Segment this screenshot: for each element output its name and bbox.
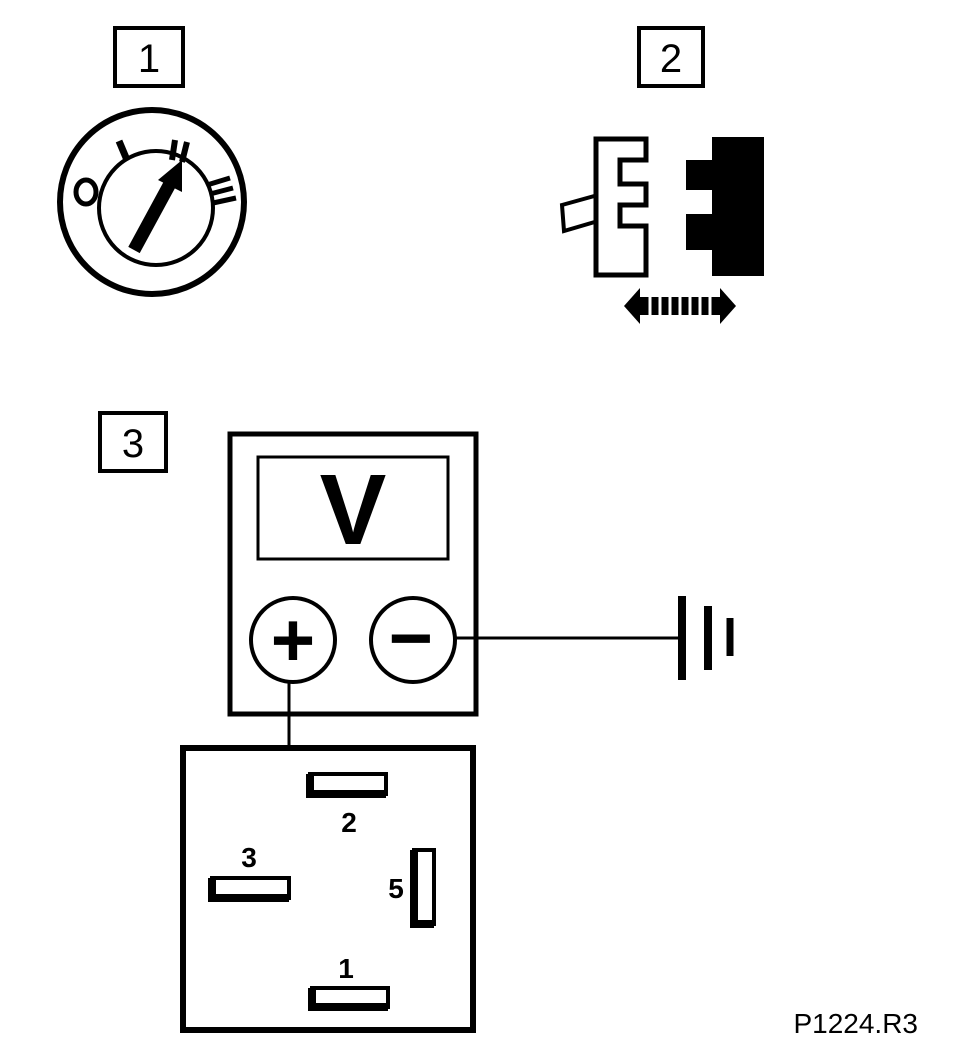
step-2-box <box>637 26 705 88</box>
pin-2-label: 2 <box>341 807 357 838</box>
ignition-position-ii-mark <box>169 139 190 163</box>
step-1-box <box>113 26 185 88</box>
double-arrow-icon <box>624 288 736 324</box>
pin-1-label: 1 <box>338 953 354 984</box>
relay-connector: 2 3 5 1 <box>180 745 476 1033</box>
ignition-position-0-mark <box>73 177 99 207</box>
step-2-number: 2 <box>660 37 682 81</box>
step-3-number: 3 <box>122 422 144 466</box>
ignition-position-iii-mark <box>206 175 237 206</box>
voltmeter-display-symbol: V <box>320 454 387 566</box>
positive-terminal <box>249 596 337 684</box>
step-1-group: 1 <box>113 26 185 88</box>
voltmeter-display <box>256 455 450 561</box>
ground-icon <box>678 596 734 680</box>
connector-female-half <box>593 136 649 278</box>
positive-terminal-symbol: + <box>271 598 315 683</box>
voltmeter-icon: V + − <box>227 431 479 717</box>
connector-disconnect-icon <box>559 136 764 324</box>
ignition-position-i-mark <box>115 139 131 162</box>
negative-terminal-symbol: − <box>389 596 433 681</box>
pin-5-label: 5 <box>388 873 404 904</box>
connector-latch-icon <box>559 192 600 234</box>
connector-male-half <box>686 137 764 276</box>
pin-3-label: 3 <box>241 842 257 873</box>
ignition-switch-icon <box>57 107 247 297</box>
figure-reference: P1224.R3 <box>793 1008 918 1039</box>
step-2-group: 2 <box>637 26 705 88</box>
step-3-group: 3 <box>98 411 168 473</box>
step-3-box <box>98 411 168 473</box>
negative-terminal <box>369 596 457 684</box>
step-1-number: 1 <box>138 37 160 81</box>
ignition-key-pointer-icon <box>128 160 182 254</box>
